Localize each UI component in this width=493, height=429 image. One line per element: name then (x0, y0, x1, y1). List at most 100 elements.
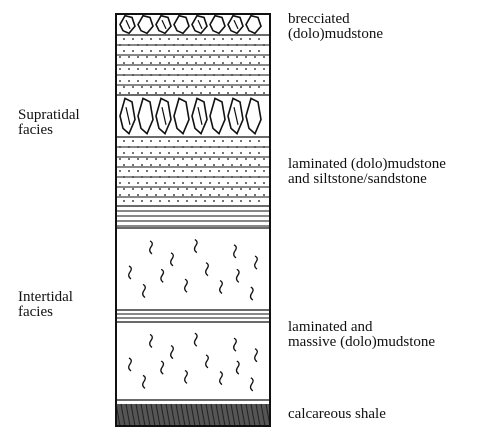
silt-dot (155, 68, 157, 70)
silt-dot (159, 200, 161, 202)
breccia-clast-crack (162, 20, 166, 29)
silt-dot (240, 164, 242, 166)
silt-dot (254, 146, 256, 148)
silt-dot (173, 158, 175, 160)
silt-dot (258, 140, 260, 142)
silt-dot (177, 152, 179, 154)
silt-dot (200, 80, 202, 82)
silt-dot (222, 188, 224, 190)
burrow-mark (195, 240, 198, 253)
silt-dot (258, 152, 260, 154)
silt-dot (128, 170, 130, 172)
silt-dot (240, 50, 242, 52)
silt-dot (191, 146, 193, 148)
silt-dot (191, 170, 193, 172)
silt-dot (209, 146, 211, 148)
silt-dot (123, 188, 125, 190)
burrow-mark (185, 370, 188, 383)
silt-dot (132, 62, 134, 64)
silt-dot (258, 86, 260, 88)
silt-dot (258, 38, 260, 40)
silt-dot (132, 152, 134, 154)
silt-dot (263, 56, 265, 58)
silt-dot (150, 200, 152, 202)
laminated-massive-mudstone-label: laminated and massive (dolo)mudstone (288, 320, 435, 350)
silt-dot (137, 194, 139, 196)
silt-dot (132, 176, 134, 178)
silt-dot (231, 140, 233, 142)
silt-dot (173, 146, 175, 148)
silt-dot (186, 74, 188, 76)
silt-dot (263, 194, 265, 196)
silt-dot (218, 56, 220, 58)
silt-dot (231, 62, 233, 64)
burrow-mark (171, 253, 174, 266)
silt-dot (119, 182, 121, 184)
silt-dot (123, 164, 125, 166)
silt-dot (173, 68, 175, 70)
silt-dot (182, 158, 184, 160)
silt-dot (231, 152, 233, 154)
silt-dot (177, 140, 179, 142)
silt-dot (146, 44, 148, 46)
burrow-mark (234, 338, 237, 351)
silt-dot (204, 152, 206, 154)
silt-dot (164, 80, 166, 82)
silt-dot (155, 44, 157, 46)
silt-dot (209, 80, 211, 82)
silt-dot (150, 86, 152, 88)
silt-dot (128, 92, 130, 94)
silt-dot (141, 38, 143, 40)
silt-dot (218, 158, 220, 160)
silt-dot (128, 182, 130, 184)
silt-dot (132, 86, 134, 88)
silt-dot (231, 38, 233, 40)
silt-dot (137, 146, 139, 148)
silt-dot (222, 86, 224, 88)
silt-dot (195, 140, 197, 142)
silt-dot (168, 86, 170, 88)
silt-dot (159, 152, 161, 154)
breccia-clast-crack (234, 20, 238, 29)
silt-dot (137, 68, 139, 70)
silt-dot (218, 92, 220, 94)
burrow-mark (220, 281, 223, 294)
silt-dot (141, 200, 143, 202)
silt-dot (119, 68, 121, 70)
silt-dot (119, 92, 121, 94)
silt-dot (132, 140, 134, 142)
silt-dot (186, 200, 188, 202)
silt-dot (132, 38, 134, 40)
silt-dot (164, 182, 166, 184)
silt-dot (240, 188, 242, 190)
silt-dot (164, 194, 166, 196)
silt-dot (236, 170, 238, 172)
silt-dot (119, 44, 121, 46)
silt-dot (137, 80, 139, 82)
silt-dot (159, 86, 161, 88)
silt-dot (159, 50, 161, 52)
silt-dot (168, 176, 170, 178)
burrow-mark (251, 378, 254, 391)
silt-dot (141, 164, 143, 166)
silt-dot (245, 170, 247, 172)
silt-dot (195, 86, 197, 88)
silt-dot (254, 80, 256, 82)
silt-dot (168, 38, 170, 40)
silt-dot (132, 74, 134, 76)
silt-dot (119, 170, 121, 172)
silt-dot (150, 38, 152, 40)
silt-dot (258, 50, 260, 52)
silt-dot (195, 176, 197, 178)
silt-dot (204, 38, 206, 40)
silt-dot (123, 38, 125, 40)
silt-dot (240, 140, 242, 142)
silt-dot (150, 152, 152, 154)
silt-dot (186, 62, 188, 64)
silt-dot (173, 92, 175, 94)
silt-dot (191, 44, 193, 46)
silt-dot (168, 50, 170, 52)
silt-dot (123, 200, 125, 202)
breccia-clast-crack (234, 107, 238, 125)
silt-dot (159, 62, 161, 64)
